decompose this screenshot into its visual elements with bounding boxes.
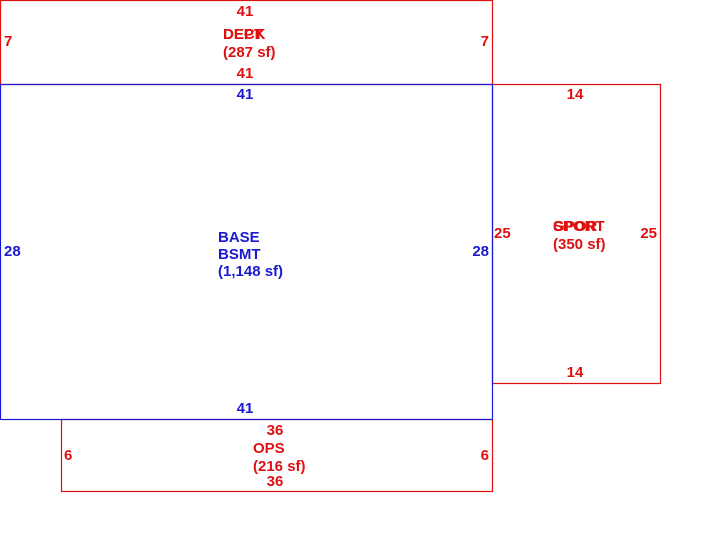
base-dim-bottom: 41 [237,400,254,417]
sport-name-a: GPOR [553,218,597,235]
ops-dim-left: 6 [64,447,72,464]
deck-name-a: DECK [223,26,266,43]
base-name-a: BASE [218,229,260,246]
base-dim-top: 41 [237,86,254,103]
ops-dim-right: 6 [481,447,489,464]
ops-name: OPS [253,440,285,457]
sport-dim-right: 25 [640,225,657,242]
base-name-b: BSMT [218,246,261,263]
deck-name-b: DEPT [223,26,263,43]
ops-size: (216 sf) [253,458,306,475]
deck-dim-bottom: 41 [237,65,254,82]
ops-dim-top: 36 [267,422,284,439]
sport-name-b: SPORT [553,218,605,235]
deck-dim-left: 7 [4,33,12,50]
base-dim-left: 28 [4,243,21,260]
base-size: (1,148 sf) [218,263,283,280]
sport-dim-left: 25 [494,225,511,242]
deck-dim-right: 7 [481,33,489,50]
deck-dim-top: 41 [237,3,254,20]
ops-dim-bottom: 36 [267,473,284,490]
base-dim-right: 28 [472,243,489,260]
base-outline [0,83,494,421]
sport-dim-top: 14 [567,86,584,103]
sport-dim-bottom: 14 [567,364,584,381]
sport-size: (350 sf) [553,236,606,253]
deck-size: (287 sf) [223,44,276,61]
